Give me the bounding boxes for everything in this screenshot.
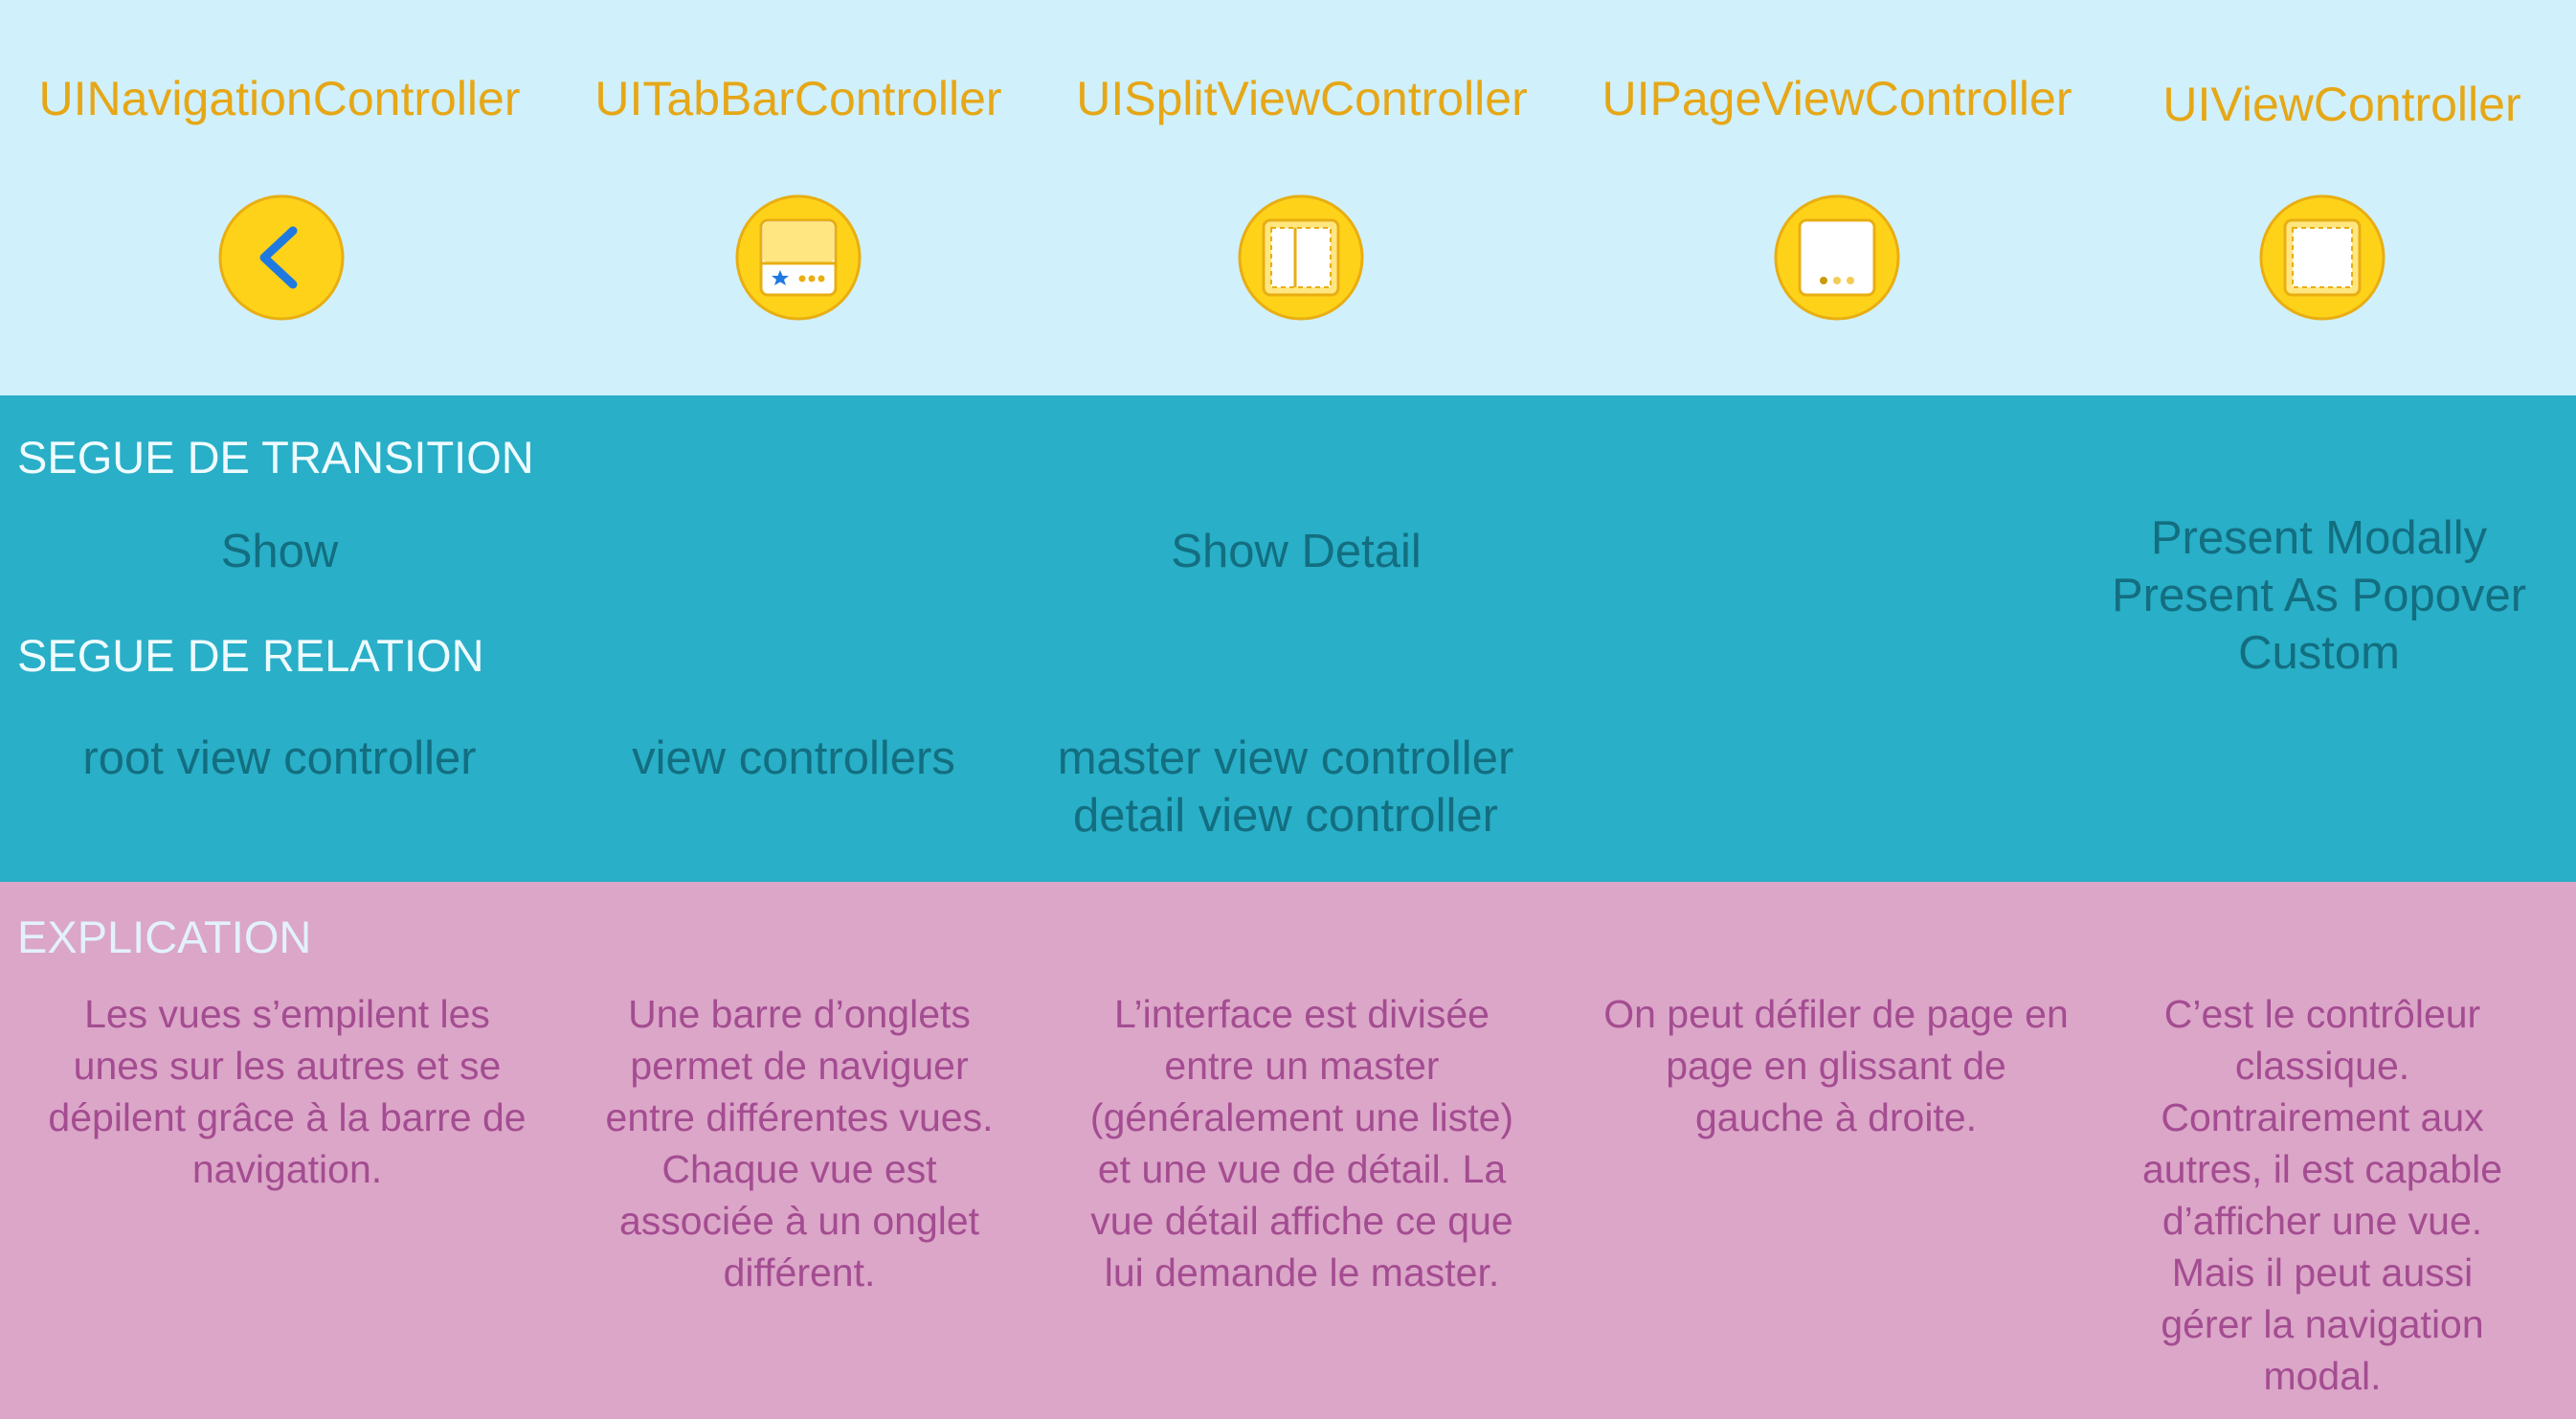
transition-navigation: Show bbox=[220, 526, 339, 577]
explanation-tab: Une barre d’onglets permet de naviguer e… bbox=[579, 988, 1019, 1298]
explanation-line: et une vue de détail. La bbox=[1097, 1147, 1507, 1191]
transition-view-item: Present Modally bbox=[2150, 512, 2488, 564]
explanation-line: L’interface est divisée bbox=[1113, 992, 1490, 1036]
explanation-line: gauche à droite. bbox=[1694, 1095, 1978, 1139]
explanation-line: navigation. bbox=[191, 1147, 383, 1191]
explanation-line: unes sur les autres et se bbox=[73, 1044, 502, 1088]
view-controller-icon bbox=[2259, 194, 2386, 321]
explanation-line: d’afficher une vue. bbox=[2162, 1199, 2483, 1243]
explanation-line: différent. bbox=[723, 1250, 876, 1295]
relation-navigation: root view controller bbox=[82, 732, 477, 784]
explanation-line: Une barre d’onglets bbox=[628, 992, 971, 1036]
explanation-line: dépilent grâce à la barre de bbox=[48, 1095, 526, 1139]
explanation-line: vue détail affiche ce que bbox=[1090, 1199, 1513, 1243]
explanation-line: autres, il est capable bbox=[2141, 1147, 2503, 1191]
relation-split-item: master view controller bbox=[1057, 732, 1514, 784]
explanation-line: page en glissant de bbox=[1666, 1044, 2006, 1088]
relation-tab: view controllers bbox=[632, 732, 955, 784]
tab-bar-icon bbox=[735, 194, 862, 321]
transition-view-list: Present Modally Present As Popover Custo… bbox=[2087, 509, 2551, 682]
section-label-transition: SEGUE DE TRANSITION bbox=[17, 432, 534, 483]
explanation-line: classique. bbox=[2234, 1044, 2410, 1088]
title-split-view-controller: UISplitViewController bbox=[1076, 72, 1528, 125]
transition-split: Show Detail bbox=[1171, 526, 1422, 577]
explanation-line: Chaque vue est bbox=[661, 1147, 937, 1191]
explanation-line: modal. bbox=[2263, 1354, 2382, 1398]
explanation-page: On peut défiler de page en page en gliss… bbox=[1570, 988, 2102, 1143]
back-chevron-icon bbox=[218, 194, 345, 321]
segues-band bbox=[0, 395, 2576, 882]
relation-split-list: master view controller detail view contr… bbox=[1038, 730, 1534, 845]
explanation-line: (généralement une liste) bbox=[1089, 1095, 1514, 1139]
section-label-explanation: EXPLICATION bbox=[17, 912, 312, 962]
explanation-line: On peut défiler de page en bbox=[1603, 992, 2069, 1036]
explanation-line: lui demande le master. bbox=[1104, 1250, 1500, 1295]
title-view-controller: UIViewController bbox=[2162, 78, 2521, 131]
explanation-split: L’interface est divisée entre un master … bbox=[1063, 988, 1541, 1298]
explanation-line: gérer la navigation bbox=[2161, 1302, 2484, 1346]
title-page-view-controller: UIPageViewController bbox=[1602, 72, 2072, 125]
section-label-relation: SEGUE DE RELATION bbox=[17, 630, 484, 681]
explanation-line: entre un master bbox=[1164, 1044, 1440, 1088]
explanation-line: permet de naviguer bbox=[630, 1044, 969, 1088]
explanation-line: associée à un onglet bbox=[618, 1199, 980, 1243]
explanation-navigation: Les vues s’empilent les unes sur les aut… bbox=[19, 988, 555, 1195]
page-view-icon bbox=[1774, 194, 1900, 321]
explanation-line: entre différentes vues. bbox=[605, 1095, 994, 1139]
relation-split-item: detail view controller bbox=[1073, 790, 1498, 842]
explanation-line: Mais il peut aussi bbox=[2171, 1250, 2474, 1295]
transition-view-item: Custom bbox=[2238, 627, 2400, 679]
explanation-line: Contrairement aux bbox=[2161, 1095, 2484, 1139]
transition-view-item: Present As Popover bbox=[2111, 570, 2527, 621]
explanation-line: Les vues s’empilent les bbox=[84, 992, 490, 1036]
explanation-band bbox=[0, 882, 2576, 1419]
split-view-icon bbox=[1238, 194, 1364, 321]
title-tab-bar-controller: UITabBarController bbox=[594, 72, 1002, 125]
explanation-line: C’est le contrôleur bbox=[2163, 992, 2481, 1036]
explanation-view: C’est le contrôleur classique. Contraire… bbox=[2106, 988, 2539, 1402]
title-navigation-controller: UINavigationController bbox=[38, 72, 521, 125]
